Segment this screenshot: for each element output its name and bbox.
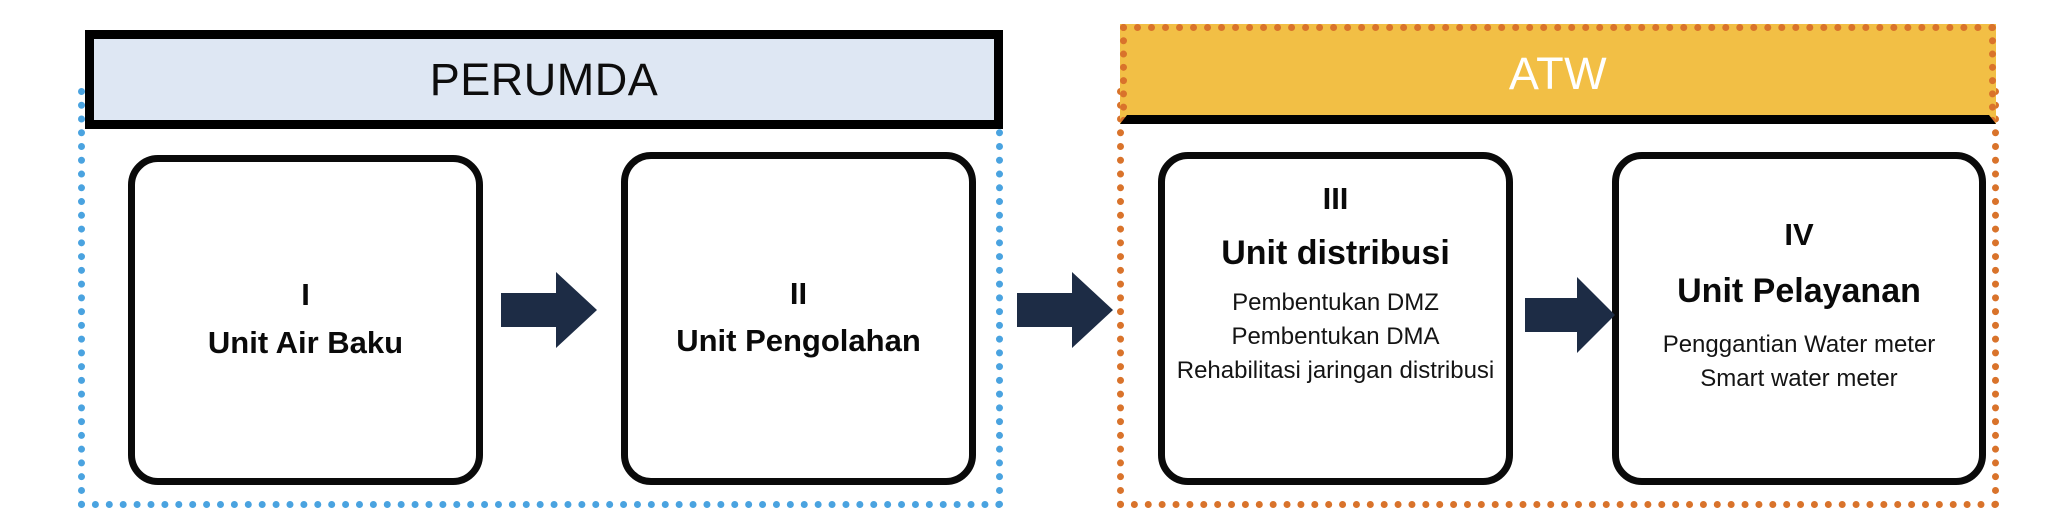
group-header-atw: ATW <box>1120 24 1996 124</box>
group-header-perumda-label: PERUMDA <box>429 54 659 105</box>
group-header-perumda: PERUMDA <box>85 30 1003 129</box>
unit-box-3-detail-2: Pembentukan DMA <box>1231 323 1440 351</box>
unit-box-3-numeral: III <box>1322 181 1349 216</box>
unit-box-4-numeral: IV <box>1784 217 1814 252</box>
unit-box-4-detail-2: Smart water meter <box>1700 365 1898 393</box>
unit-box-1-numeral: I <box>301 277 310 313</box>
unit-box-3-detail-1: Pembentukan DMZ <box>1232 289 1439 317</box>
unit-box-2-numeral: II <box>789 275 808 311</box>
unit-box-1[interactable]: I Unit Air Baku <box>128 155 483 485</box>
group-container-perumda <box>78 88 1003 508</box>
unit-box-2[interactable]: II Unit Pengolahan <box>621 152 976 485</box>
arrow-right-icon-3 <box>1525 277 1615 353</box>
unit-box-4-detail-1: Penggantian Water meter <box>1662 331 1936 359</box>
unit-box-3-detail-list: Pembentukan DMZ Pembentukan DMA Rehabili… <box>1177 286 1495 388</box>
group-container-atw <box>1117 88 1999 508</box>
arrow-right-icon-1 <box>501 272 597 348</box>
unit-box-4[interactable]: IV Unit Pelayanan Penggantian Water mete… <box>1612 152 1986 485</box>
unit-box-3-detail-3: Rehabilitasi jaringan distribusi <box>1176 357 1495 385</box>
unit-box-3[interactable]: III Unit distribusi Pembentukan DMZ Pemb… <box>1158 152 1513 485</box>
unit-box-4-detail-list: Penggantian Water meter Smart water mete… <box>1663 328 1936 396</box>
unit-box-4-title: Unit Pelayanan <box>1677 271 1921 310</box>
unit-box-2-title: Unit Pengolahan <box>676 323 921 359</box>
group-header-atw-label: ATW <box>1508 47 1608 99</box>
unit-box-3-title: Unit distribusi <box>1221 233 1450 272</box>
unit-box-1-title: Unit Air Baku <box>207 324 404 360</box>
arrow-right-icon-2 <box>1017 272 1113 348</box>
